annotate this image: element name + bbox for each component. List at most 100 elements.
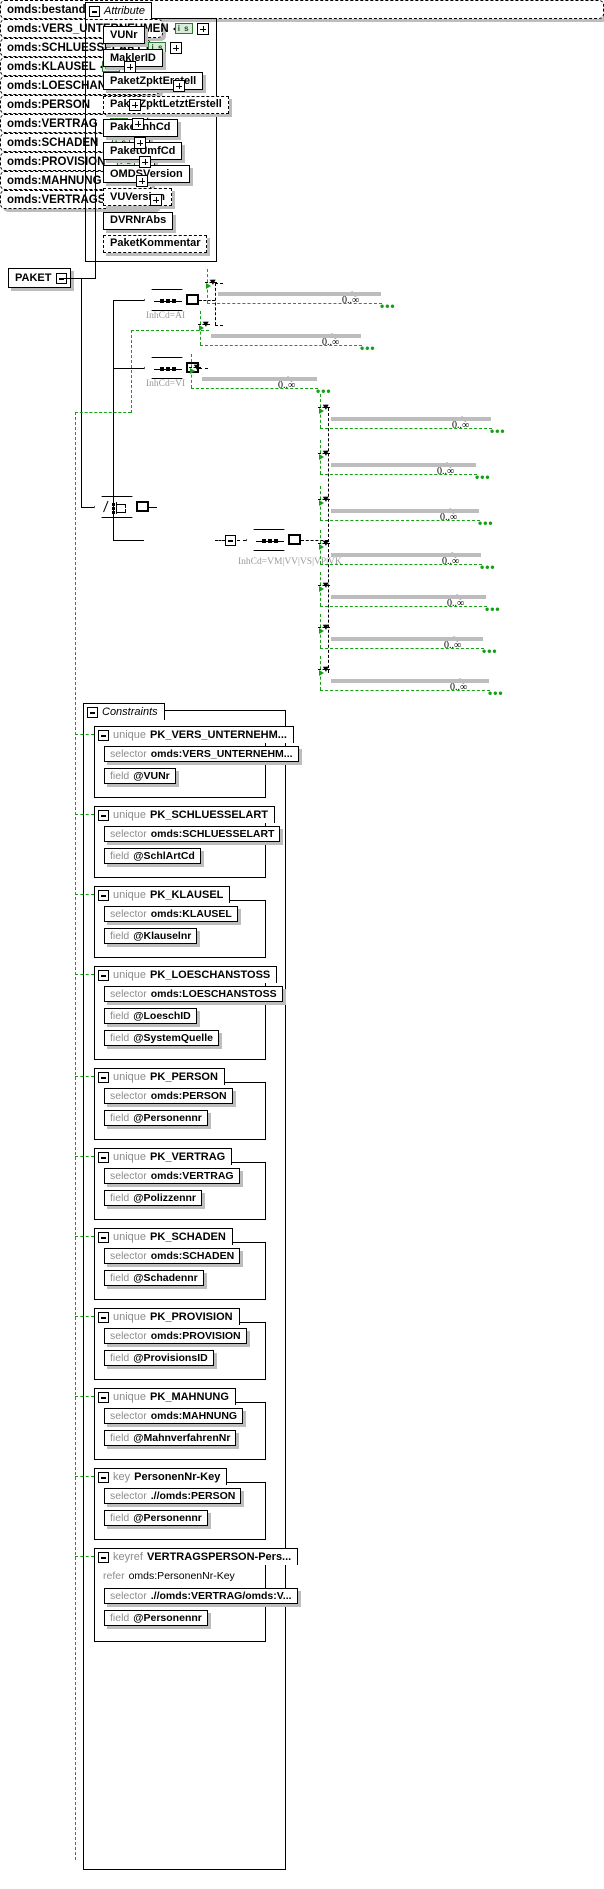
collapse-icon[interactable]: [98, 1391, 109, 1403]
guide-line: [320, 648, 484, 649]
collapse-icon[interactable]: [98, 1471, 109, 1483]
element-connector: [318, 453, 330, 454]
constraint-field-row[interactable]: field@Personennr: [104, 1610, 208, 1626]
bestand-collapse-icon[interactable]: [225, 535, 236, 546]
constraints-collapse-icon[interactable]: [87, 706, 98, 718]
selector-value: omds:PERSON: [150, 1090, 227, 1102]
guide-line: [320, 520, 480, 521]
box-shadow-bar: [211, 334, 361, 338]
selector-keyword: selector: [110, 1590, 147, 1602]
guide-line: [320, 690, 490, 691]
collapse-icon[interactable]: [89, 5, 100, 17]
branch3-line: [113, 540, 144, 541]
selector-value: omds:LOESCHANSTOSS: [150, 988, 277, 1000]
sequence-compositor-ai[interactable]: [144, 289, 190, 311]
green-marker-icon: [319, 670, 324, 676]
selector-value: omds:MAHNUNG: [150, 1410, 238, 1422]
expand-icon[interactable]: [170, 41, 183, 54]
constraint-name: PK_MAHNUNG: [150, 1391, 229, 1403]
collapse-icon[interactable]: [98, 1551, 109, 1563]
attribute-dvrnrabs[interactable]: DVRNrAbs: [103, 211, 174, 230]
choice-compositor[interactable]: [94, 496, 140, 518]
collapse-icon[interactable]: [98, 969, 109, 981]
collapse-icon[interactable]: [98, 1231, 109, 1243]
constraint-field-row[interactable]: field@Klauselnr: [104, 928, 198, 944]
expand-icon[interactable]: [196, 22, 209, 35]
expand-icon[interactable]: [129, 98, 141, 111]
collapse-icon[interactable]: [98, 1151, 109, 1163]
constraint-field-row[interactable]: field@SchlArtCd: [104, 848, 201, 864]
constraint-field-row[interactable]: field@LoeschID: [104, 1008, 197, 1024]
constraint-field-row[interactable]: field@VUNr: [104, 768, 176, 784]
selector-value: omds:PROVISION: [150, 1330, 241, 1342]
expand-icon[interactable]: [172, 79, 185, 92]
attribute-group-header[interactable]: Attribute: [85, 2, 152, 19]
constraint-name: VERTRAGSPERSON-Pers...: [146, 1551, 292, 1563]
collapse-icon[interactable]: [98, 1311, 109, 1323]
attribute-paketzpktletzterstell[interactable]: PaketZpktLetztErstell: [103, 95, 229, 114]
green-marker-icon: [199, 325, 204, 331]
constraints-header[interactable]: Constraints: [83, 703, 165, 720]
attribute-label: PaketZpktErstell: [110, 74, 197, 87]
field-keyword: field: [110, 1352, 130, 1364]
constraint-name: PK_VERTRAG: [150, 1151, 226, 1163]
guide-dots: •••: [485, 602, 501, 616]
constraint-field-row[interactable]: field@Polizzennr: [104, 1190, 203, 1206]
constraint-kind: key: [113, 1471, 131, 1483]
sequence-compositor-vi[interactable]: [144, 357, 190, 379]
collapse-icon[interactable]: [98, 889, 109, 901]
constraint-kind: unique: [113, 1231, 147, 1243]
constraint-selector-row[interactable]: selector.//omds:VERTRAG/omds:V...: [104, 1588, 298, 1604]
element-connector: [318, 407, 330, 408]
expand-icon[interactable]: [132, 117, 144, 130]
constraint-field-row[interactable]: field@SystemQuelle: [104, 1030, 219, 1046]
constraint-field-row[interactable]: field@Schadennr: [104, 1270, 204, 1286]
expand-icon[interactable]: [149, 193, 162, 206]
expand-icon[interactable]: [136, 174, 148, 187]
expand-icon[interactable]: [139, 155, 151, 168]
element-connector: [318, 627, 330, 628]
constraint-field-row[interactable]: field@ProvisionsID: [104, 1350, 214, 1366]
sequence-compositor-bestand[interactable]: [246, 529, 292, 551]
constraint-field-row[interactable]: field@MahnverfahrenNr: [104, 1430, 237, 1446]
collapse-icon[interactable]: [98, 1071, 109, 1083]
expand-icon[interactable]: [123, 60, 136, 73]
constraint-field-row[interactable]: field@Personennr: [104, 1110, 208, 1126]
paket-trunk-vertical: [81, 278, 82, 507]
root-element-paket[interactable]: PAKET: [8, 268, 72, 288]
collapse-icon[interactable]: [98, 729, 109, 741]
constraint-field-row[interactable]: field@Personennr: [104, 1510, 208, 1526]
attribute-vuversion[interactable]: VUVersion: [103, 188, 173, 207]
constraint-selector-row[interactable]: selector.//omds:PERSON: [104, 1488, 242, 1504]
attribute-paketzpkterstell[interactable]: PaketZpktErstell: [103, 72, 204, 91]
guide-dots: •••: [480, 560, 496, 574]
attribute-paketkommentar[interactable]: PaketKommentar: [103, 234, 208, 253]
seq-ai-fan: [215, 283, 216, 325]
attribute-vunr[interactable]: VUNr: [103, 26, 145, 44]
collapse-icon[interactable]: [98, 809, 109, 821]
field-value: @VUNr: [133, 770, 170, 782]
green-marker-icon: [206, 283, 211, 289]
attribute-label: MaklerID: [110, 51, 156, 64]
expand-icon[interactable]: [134, 136, 146, 149]
